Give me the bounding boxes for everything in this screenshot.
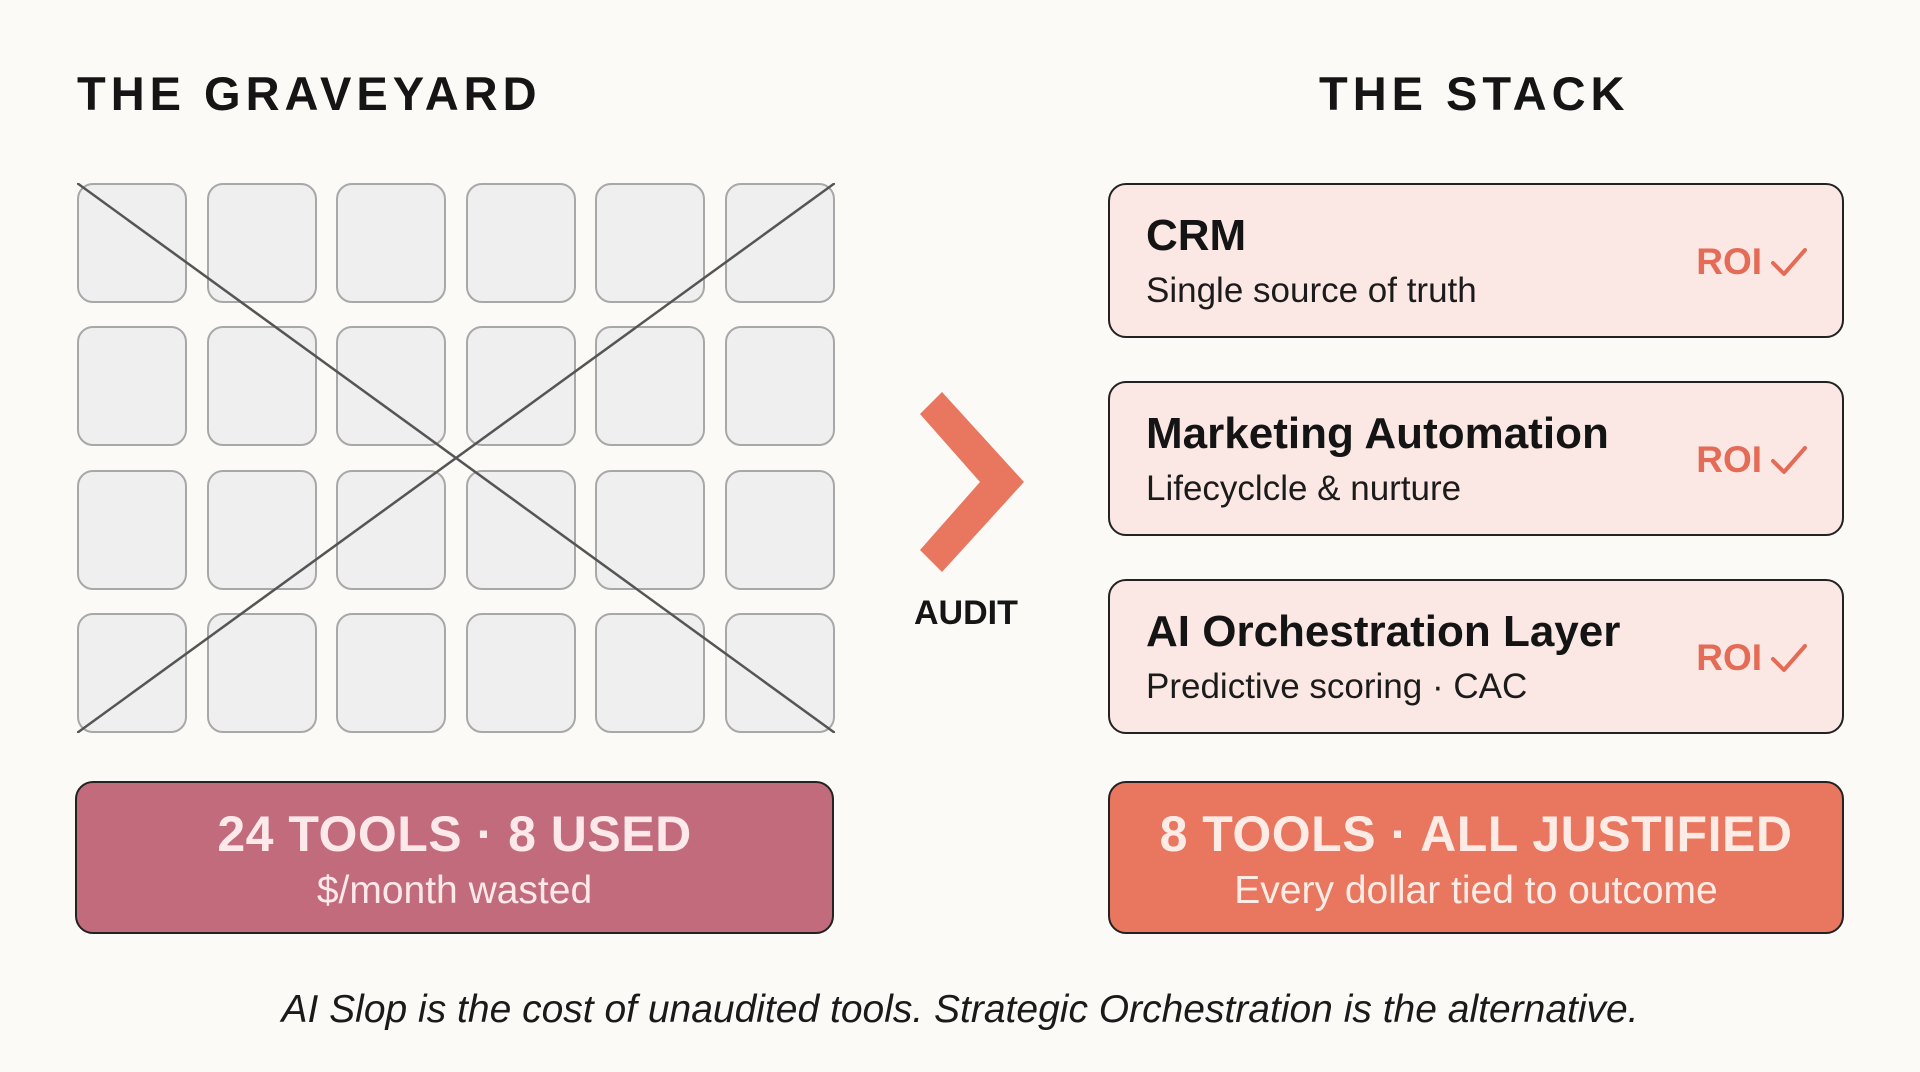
graveyard-summary-sub: $/month wasted <box>316 869 593 912</box>
roi-badge: ROI <box>1696 439 1808 481</box>
tool-tile <box>77 469 187 590</box>
stack-summary-sub: Every dollar tied to outcome <box>1234 869 1718 912</box>
check-icon <box>1771 446 1807 474</box>
stack-card-ai-orchestration: AI Orchestration Layer Predictive scorin… <box>1108 579 1844 734</box>
stack-card-desc: Predictive scoring · CAC <box>1146 667 1528 706</box>
tool-tile <box>724 469 835 590</box>
tool-tile <box>724 612 835 733</box>
tool-tile <box>77 612 187 733</box>
check-icon <box>1771 248 1807 276</box>
roi-label: ROI <box>1696 241 1762 282</box>
stack-card-desc: Single source of truth <box>1146 271 1477 310</box>
footer-caption: AI Slop is the cost of unaudited tools. … <box>281 988 1639 1031</box>
check-icon <box>1771 644 1807 672</box>
tool-tile <box>206 469 317 590</box>
stack-summary: 8 TOOLS · ALL JUSTIFIED Every dollar tie… <box>1108 781 1844 934</box>
tool-tile <box>206 612 317 733</box>
graveyard-summary-main: 24 TOOLS · 8 USED <box>217 806 692 862</box>
graveyard-heading: THE GRAVEYARD <box>77 67 542 120</box>
stack-card-desc: Lifecyclcle & nurture <box>1146 469 1462 508</box>
stack-card-crm: CRM Single source of truth ROI <box>1108 183 1844 338</box>
stack-summary-main: 8 TOOLS · ALL JUSTIFIED <box>1159 806 1793 862</box>
audit-label: AUDIT <box>914 594 1018 632</box>
roi-label: ROI <box>1696 439 1762 480</box>
tool-tile-grid <box>77 183 835 733</box>
roi-label: ROI <box>1696 637 1762 678</box>
tool-tile <box>595 469 706 590</box>
roi-badge: ROI <box>1696 241 1808 283</box>
tool-tile <box>336 612 447 733</box>
tool-tile <box>595 183 706 303</box>
tool-tile <box>595 326 706 447</box>
stack-card-title: CRM <box>1146 211 1247 260</box>
tool-tile <box>465 183 576 303</box>
tool-tile <box>465 469 576 590</box>
tool-tile <box>595 612 706 733</box>
tool-tile <box>206 183 317 303</box>
tool-tile <box>206 326 317 447</box>
tool-tile <box>77 326 187 447</box>
tool-tile <box>77 183 187 303</box>
tool-tile <box>465 326 576 447</box>
tool-tile <box>336 183 447 303</box>
stack-heading: THE STACK <box>1319 67 1630 120</box>
stack-card-marketing-automation: Marketing Automation Lifecyclcle & nurtu… <box>1108 381 1844 536</box>
graveyard-summary: 24 TOOLS · 8 USED $/month wasted <box>75 781 834 934</box>
chevron-right-icon <box>920 392 1024 572</box>
tool-tile <box>724 326 835 447</box>
stack-card-title: AI Orchestration Layer <box>1146 607 1621 656</box>
tool-tile <box>336 326 447 447</box>
tool-tile <box>724 183 835 303</box>
stack-card-title: Marketing Automation <box>1146 409 1609 458</box>
roi-badge: ROI <box>1696 637 1808 679</box>
tool-tile <box>465 612 576 733</box>
tool-tile <box>336 469 447 590</box>
